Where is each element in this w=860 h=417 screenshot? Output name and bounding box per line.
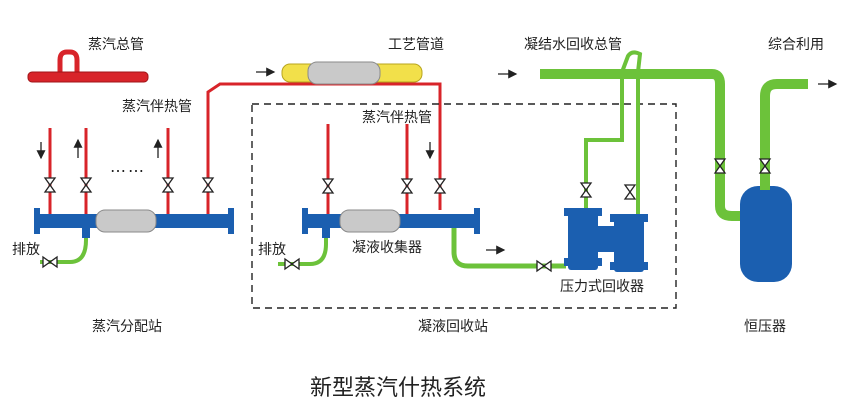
process-pipe <box>281 61 423 85</box>
valve-icon <box>42 256 58 268</box>
label-stabilizer: 恒压器 <box>744 319 786 335</box>
label-utilization: 综合利用 <box>768 37 824 53</box>
condensate-transfer-pipe <box>451 228 566 269</box>
valve-icon <box>80 177 92 193</box>
label-drain-left: 排放 <box>12 242 40 258</box>
steam-main-pipe <box>27 49 149 83</box>
label-ellipsis: …… <box>110 157 146 176</box>
pressure-recovery-unit <box>564 50 648 272</box>
valve-icon <box>162 177 174 193</box>
valve-icon <box>322 178 334 194</box>
valve-icon <box>44 177 56 193</box>
label-recovery-station: 凝液回收站 <box>418 319 488 335</box>
label-steam-tracing-mid: 蒸汽伴热管 <box>362 110 432 126</box>
label-drain-mid: 排放 <box>258 242 286 258</box>
label-process-pipe: 工艺管道 <box>388 37 444 53</box>
valve-icon <box>202 177 214 193</box>
valve-icon <box>536 260 552 272</box>
steam-distribution-station <box>34 128 234 268</box>
valve-icon <box>401 178 413 194</box>
label-steam-main: 蒸汽总管 <box>88 37 144 53</box>
label-steam-station: 蒸汽分配站 <box>92 319 162 335</box>
label-pressure-recovery: 压力式回收器 <box>560 279 644 295</box>
valve-icon <box>580 182 592 198</box>
label-steam-tracing-left: 蒸汽伴热管 <box>122 99 192 115</box>
label-condensate-main: 凝结水回收总管 <box>524 37 622 53</box>
diagram-caption: 新型蒸汽什热系统 <box>310 376 486 401</box>
valve-icon <box>624 184 636 200</box>
stabilizer-vessel <box>740 79 808 282</box>
condensate-collector <box>278 124 480 270</box>
label-collector: 凝液收集器 <box>352 239 422 256</box>
condensate-main-pipe <box>540 69 746 221</box>
recovery-station-boundary <box>251 103 677 309</box>
valve-icon <box>284 258 300 270</box>
flow-arrows <box>36 67 838 255</box>
steam-tracing-supply-pipe <box>206 82 442 210</box>
valve-icon <box>434 178 446 194</box>
